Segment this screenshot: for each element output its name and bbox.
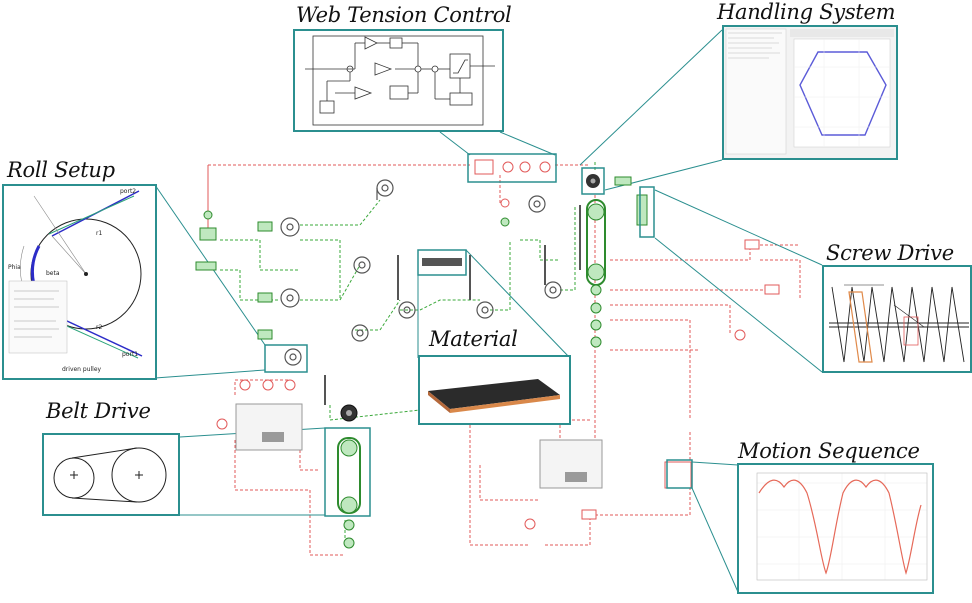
belt-drive-diagram bbox=[53, 447, 167, 503]
motion-profile-plot bbox=[756, 472, 928, 581]
handling-system-window bbox=[724, 27, 896, 158]
motion-curve bbox=[758, 479, 922, 576]
drive-components bbox=[195, 176, 648, 549]
belt-drive-panel bbox=[42, 433, 180, 516]
material-mini bbox=[422, 258, 462, 266]
port1-label: port1 bbox=[122, 351, 139, 358]
roller-4 bbox=[280, 288, 300, 308]
material-panel bbox=[418, 355, 571, 425]
roller-10 bbox=[284, 348, 302, 366]
web-tension-control-panel bbox=[293, 29, 504, 132]
roller-2 bbox=[280, 217, 300, 237]
controller-blocks bbox=[235, 186, 655, 489]
handling-system-title: Handling System bbox=[717, 0, 896, 24]
roll-setup-title: Roll Setup bbox=[7, 158, 115, 182]
roller-6 bbox=[398, 301, 416, 319]
control-block-diagram bbox=[305, 35, 495, 126]
handling-system-panel bbox=[722, 25, 898, 160]
phia-label: Phia bbox=[8, 264, 21, 271]
roll-setup-panel: port2 port1 Phia beta r1 r2 driven pulle… bbox=[2, 184, 157, 380]
beta-label: beta bbox=[46, 270, 60, 277]
callout-anchors bbox=[264, 153, 693, 517]
screw-drive-panel bbox=[822, 265, 972, 373]
roller-1 bbox=[376, 179, 394, 200]
material-title: Material bbox=[429, 327, 518, 351]
motion-sequence-panel bbox=[737, 463, 934, 594]
roller-7 bbox=[476, 301, 494, 319]
belt-drive-title: Belt Drive bbox=[46, 399, 151, 423]
screw-drive-diagram bbox=[829, 284, 969, 363]
motors bbox=[340, 167, 605, 422]
roller-5 bbox=[351, 324, 369, 342]
driven-pulley-label: driven pulley bbox=[62, 366, 102, 373]
r1-label: r1 bbox=[96, 230, 103, 237]
web-tension-control-title: Web Tension Control bbox=[296, 3, 512, 27]
roller-3 bbox=[353, 256, 371, 274]
rollers bbox=[280, 179, 581, 405]
screw-drive-title: Screw Drive bbox=[826, 241, 954, 265]
mechanical-lines bbox=[220, 160, 596, 545]
motion-sequence-title: Motion Sequence bbox=[738, 439, 920, 463]
signal-markers bbox=[216, 198, 780, 530]
roller-8 bbox=[528, 195, 546, 213]
tension-blocks bbox=[474, 159, 551, 175]
roller-9 bbox=[544, 281, 562, 299]
handling-path bbox=[799, 51, 887, 136]
roll-geometry-diagram bbox=[8, 190, 143, 359]
port2-label: port2 bbox=[120, 188, 137, 195]
r2-label: r2 bbox=[96, 324, 103, 331]
material-sheet-render bbox=[428, 379, 560, 413]
